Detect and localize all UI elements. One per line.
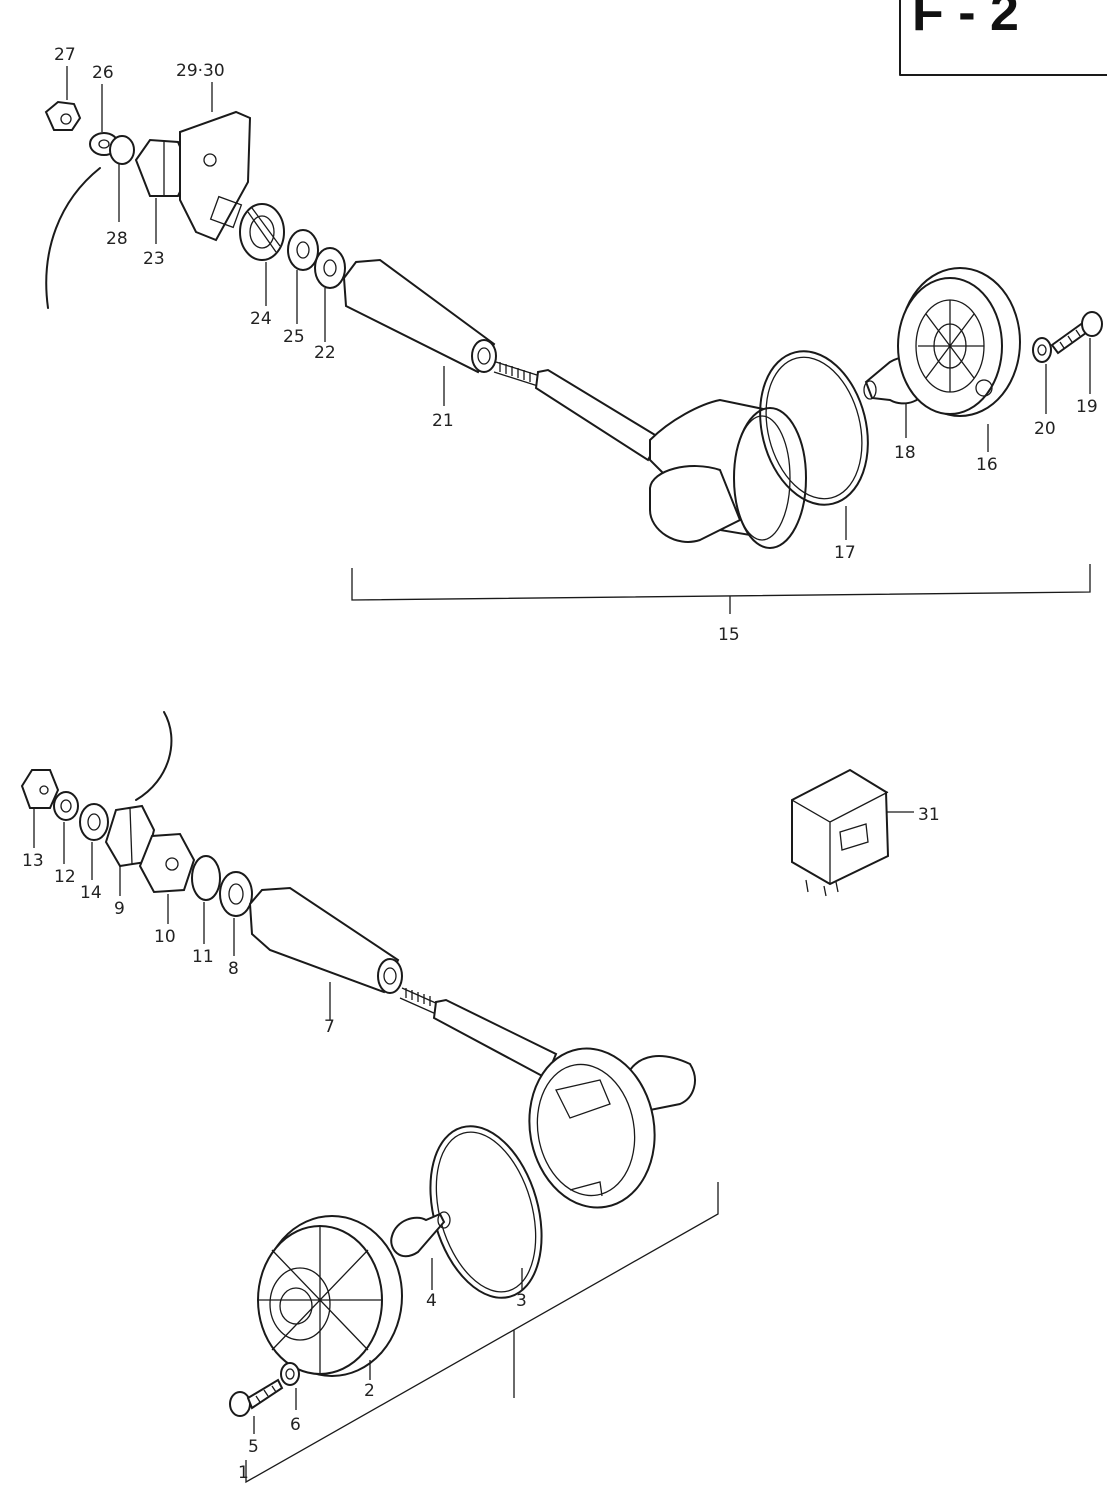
label-6: 6 bbox=[290, 1415, 301, 1435]
part-12-washer bbox=[53, 791, 79, 821]
part-19-screw bbox=[1050, 311, 1103, 355]
part-29-30-bracket bbox=[179, 110, 252, 242]
label-15: 15 bbox=[718, 625, 740, 645]
part-22-lockwasher bbox=[314, 247, 346, 289]
part-5-screw bbox=[229, 1378, 284, 1417]
label-11: 11 bbox=[192, 947, 214, 967]
upper-wire bbox=[45, 167, 101, 309]
label-5: 5 bbox=[248, 1437, 259, 1457]
label-10: 10 bbox=[154, 927, 176, 947]
part-26-washer bbox=[89, 132, 119, 156]
label-23: 23 bbox=[143, 249, 165, 269]
bracket-1 bbox=[245, 1182, 719, 1484]
lower-stem bbox=[399, 987, 558, 1080]
label-31: 31 bbox=[918, 805, 940, 825]
label-4: 4 bbox=[426, 1291, 437, 1311]
lower-leader-lines bbox=[33, 808, 523, 1434]
part-16-lens bbox=[897, 267, 1021, 417]
upper-leader-lines bbox=[66, 66, 1091, 540]
label-18: 18 bbox=[894, 443, 916, 463]
bracket-15 bbox=[351, 564, 1091, 614]
page-code: F - 2 bbox=[912, 0, 1019, 42]
label-2: 2 bbox=[364, 1381, 375, 1401]
part-6-washer bbox=[280, 1362, 300, 1386]
label-26: 26 bbox=[92, 63, 114, 83]
label-22: 22 bbox=[314, 343, 336, 363]
part-8-washer bbox=[219, 871, 253, 917]
label-20: 20 bbox=[1034, 419, 1056, 439]
part-4-bulb bbox=[390, 1211, 451, 1258]
label-3: 3 bbox=[516, 1291, 527, 1311]
label-17: 17 bbox=[834, 543, 856, 563]
lower-housing bbox=[528, 1047, 696, 1209]
label-7: 7 bbox=[324, 1017, 335, 1037]
label-27: 27 bbox=[54, 45, 76, 65]
label-29-30: 29·30 bbox=[176, 61, 225, 81]
lower-wire bbox=[135, 711, 173, 801]
part-2-lens bbox=[257, 1215, 403, 1377]
label-19: 19 bbox=[1076, 397, 1098, 417]
part-31-flasher-relay bbox=[791, 768, 914, 897]
part-11-washer bbox=[191, 855, 221, 901]
label-9: 9 bbox=[114, 899, 125, 919]
part-13-nut bbox=[20, 769, 60, 809]
lower-assembly bbox=[20, 711, 914, 1484]
label-14: 14 bbox=[80, 883, 102, 903]
label-13: 13 bbox=[22, 851, 44, 871]
part-28-terminal bbox=[109, 135, 135, 165]
upper-housing bbox=[649, 398, 807, 549]
label-24: 24 bbox=[250, 309, 272, 329]
part-10-nut bbox=[138, 832, 196, 894]
lower-labels: 13 12 14 9 10 11 8 7 31 4 3 2 5 6 1 bbox=[22, 805, 940, 1483]
label-25: 25 bbox=[283, 327, 305, 347]
part-7-sleeve bbox=[248, 886, 403, 994]
part-14-washer bbox=[79, 803, 109, 841]
part-25-washer bbox=[287, 229, 319, 271]
part-21-sleeve bbox=[342, 258, 497, 374]
upper-labels: 27 26 29·30 28 23 24 25 22 21 18 16 20 1… bbox=[54, 45, 1098, 645]
part-24-collar bbox=[239, 203, 285, 261]
upper-assembly bbox=[44, 100, 1103, 614]
upper-stem bbox=[493, 361, 662, 462]
part-17-o-ring bbox=[759, 350, 869, 506]
label-21: 21 bbox=[432, 411, 454, 431]
part-27-nut bbox=[44, 100, 82, 131]
label-1: 1 bbox=[238, 1463, 249, 1483]
part-20-washer bbox=[1032, 337, 1052, 363]
label-28: 28 bbox=[106, 229, 128, 249]
page-code-box: F - 2 bbox=[899, 0, 1107, 76]
label-16: 16 bbox=[976, 455, 998, 475]
label-8: 8 bbox=[228, 959, 239, 979]
label-12: 12 bbox=[54, 867, 76, 887]
